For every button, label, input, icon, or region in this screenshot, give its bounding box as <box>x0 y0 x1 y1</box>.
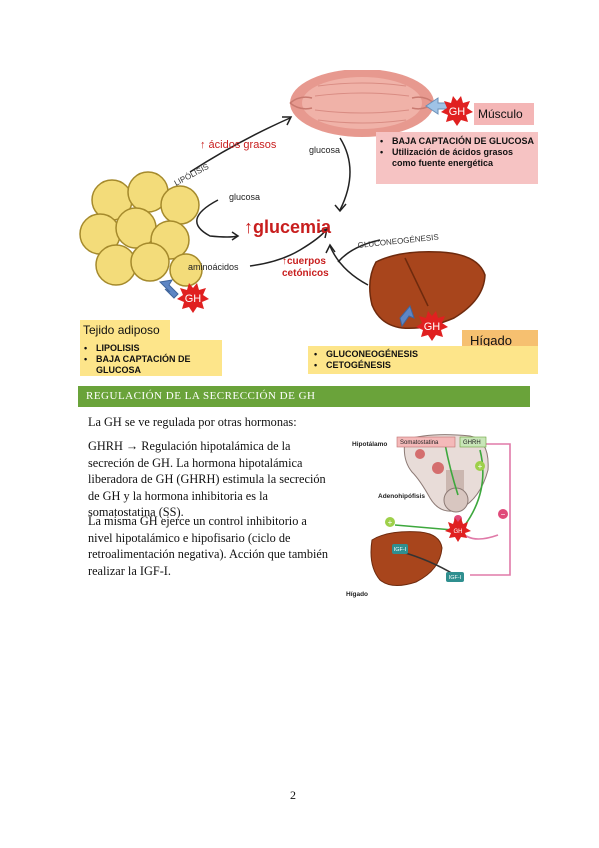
liver-image <box>369 250 486 330</box>
glucemia-label: ↑glucemia <box>244 217 332 237</box>
somatostatina-label: Somatostatina <box>400 440 439 446</box>
plus-label-2: + <box>388 518 393 527</box>
gh-star-small: GH <box>445 518 471 542</box>
gh-regulation-diagram: Hipotálamo Somatostatina GHRH + − + Aden… <box>346 434 511 598</box>
gh-label-adipose: GH <box>185 293 202 305</box>
ghrh-box <box>459 436 487 448</box>
muscle-image <box>289 70 435 137</box>
flow-arrows <box>189 116 381 286</box>
list-item: •BAJA CAPTACIÓN DE GLUCOSA <box>84 354 191 375</box>
gh-star-muscle: GH <box>441 96 473 126</box>
paragraph-intro: La GH se ve regulada por otras hormonas: <box>88 415 297 429</box>
higado-small-label: Hígado <box>346 591 368 598</box>
igf1-label-outside: IGF-I <box>449 575 462 581</box>
igf1-box-outside <box>446 572 464 582</box>
minus-label: − <box>501 510 506 519</box>
gh-small-label: GH <box>454 529 463 535</box>
gh-star-liver: GH <box>416 311 448 341</box>
gh-arrow-muscle <box>425 97 449 115</box>
gh-arrow-adipose <box>158 279 179 299</box>
lipolisis-label: LIPÓLISIS <box>173 162 211 188</box>
paragraph-ghrh: GHRH → Regulación hipotalámica de la sec… <box>88 439 326 519</box>
plus-sign-top <box>475 461 485 471</box>
igf1-box-liver <box>392 544 408 554</box>
gh-metabolic-effects-diagram: GH GH GH ↑ ácidos grasos <box>79 70 486 341</box>
gluconeogenesis-arc-label: GLUCONEOGÉNESIS <box>357 233 439 250</box>
higado-effects-list: •GLUCONEOGÉNESIS •CETOGÉNESIS <box>308 346 538 374</box>
cuerpos-cetonicos-label-1: ↑cuerpos <box>282 256 326 267</box>
musculo-effects-list: •BAJA CAPTACIÓN DE GLUCOSA •Utilización … <box>376 132 538 184</box>
adiposo-title: Tejido adiposo <box>80 320 170 340</box>
cuerpos-cetonicos-label-2: cetónicos <box>282 268 329 279</box>
igf1-label-liver: IGF-I <box>394 547 407 553</box>
somatostatina-box <box>396 436 456 448</box>
glucosa-muscle-label: glucosa <box>309 145 340 155</box>
list-item: •CETOGÉNESIS <box>314 360 391 370</box>
list-item: •LIPOLISIS <box>84 343 140 353</box>
list-item: •BAJA CAPTACIÓN DE GLUCOSA <box>380 136 535 146</box>
liver-small-image <box>370 531 443 586</box>
plus-label: + <box>478 462 483 471</box>
gh-label-liver: GH <box>424 321 441 333</box>
musculo-title: Músculo <box>474 103 534 125</box>
paragraph-feedback: La misma GH ejerce un control inhibitori… <box>88 514 329 578</box>
list-item: •GLUCONEOGÉNESIS <box>314 349 419 359</box>
adiposo-effects-list: •LIPOLISIS •BAJA CAPTACIÓN DE GLUCOSA <box>80 340 222 376</box>
section-heading: REGULACIÓN DE LA SECRECCIÓN DE GH <box>78 386 530 407</box>
adipose-tissue-image <box>79 171 203 287</box>
gh-arrow-liver <box>399 304 415 328</box>
ghrh-label: GHRH <box>463 440 481 446</box>
acidos-grasos-label: ↑ ácidos grasos <box>200 139 277 151</box>
hipotalamo-label: Hipotálamo <box>352 441 387 448</box>
list-item: •Utilización de ácidos grasos como fuent… <box>380 147 514 168</box>
aminoacidos-label: aminoácidos <box>188 262 239 272</box>
minus-sign-right <box>498 509 508 519</box>
glucosa-adipose-label: glucosa <box>229 192 260 202</box>
gh-label-muscle: GH <box>449 106 466 118</box>
adenohipofisis-label: Adenohipófisis <box>378 493 425 500</box>
plus-sign-left <box>385 517 395 527</box>
pituitary-image <box>403 434 489 513</box>
gh-star-adipose: GH <box>177 283 209 313</box>
page-number: 2 <box>290 788 296 802</box>
